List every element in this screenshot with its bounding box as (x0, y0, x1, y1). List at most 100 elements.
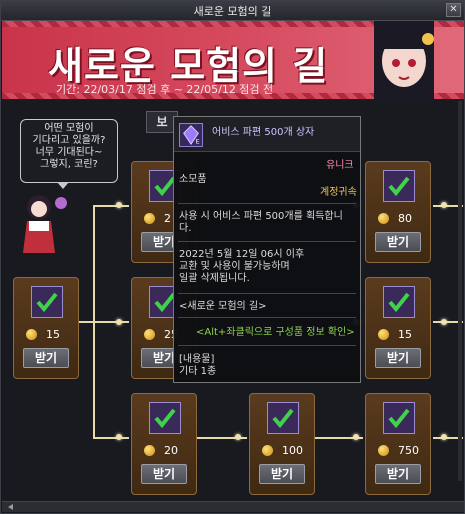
reward-count: 80 (372, 212, 428, 226)
reward-item-slot[interactable] (31, 286, 63, 318)
tooltip-desc-line: 사용 시 어비스 파편 500개를 획득합니 (179, 211, 343, 222)
checkmark-icon (36, 292, 58, 313)
tooltip-expiry-line: 교환 및 사용이 불가능하며 (179, 261, 290, 272)
reward-count: 15 (372, 328, 428, 342)
crystal-icon: E (179, 123, 203, 147)
path-line (93, 205, 129, 207)
window-title: 새로운 모험의 길 (193, 5, 272, 18)
reward-item-slot[interactable] (267, 402, 299, 434)
coin-icon (144, 445, 155, 456)
reward-count-value: 100 (282, 444, 303, 457)
reward-card: 100 받기 (249, 393, 315, 495)
tooltip-divider (178, 203, 356, 204)
checkmark-icon (272, 408, 294, 429)
reward-count: 15 (20, 328, 76, 342)
tooltip-divider (178, 241, 356, 242)
npc-speech-bubble: 어떤 모험이 기다리고 있을까? 너무 기대된다~ 그렇지, 코린? (20, 119, 118, 189)
reward-card: 15 받기 (365, 277, 431, 379)
coin-icon (378, 213, 389, 224)
speech-line: 어떤 모험이 (44, 123, 94, 134)
reward-item-slot[interactable] (149, 402, 181, 434)
path-line (197, 437, 247, 439)
scrollbar[interactable] (458, 101, 462, 481)
tooltip-event-name: <새로운 모험의 길> (179, 301, 267, 312)
bottom-bar (2, 501, 464, 512)
tooltip-contents: 기타 1종 (179, 366, 217, 377)
tooltip-binding: 계정귀속 (320, 187, 357, 198)
event-banner: 새로운 모험의 길 기간: 22/03/17 점검 후 ~ 22/05/12 점… (2, 21, 464, 99)
reward-count-value: 15 (398, 328, 412, 341)
path-node (116, 319, 122, 325)
checkmark-icon (154, 176, 176, 197)
reward-count: 750 (372, 444, 428, 458)
arrow-left-icon[interactable] (8, 504, 13, 510)
tooltip-desc-line: 다. (179, 223, 192, 234)
reward-item-slot[interactable] (383, 286, 415, 318)
speech-line: 너무 기대된다~ (35, 147, 103, 158)
banner-title: 새로운 모험의 길 (48, 44, 329, 88)
reward-card: 20 받기 (131, 393, 197, 495)
tooltip-item-name: 어비스 파편 500개 상자 (212, 127, 315, 138)
checkmark-icon (154, 292, 176, 313)
path-node (441, 319, 447, 325)
character-portrait-icon (374, 21, 434, 99)
tooltip-divider (178, 317, 356, 318)
tooltip-hint: <Alt+좌클릭으로 구성품 정보 확인> (196, 327, 355, 338)
banner-stripe-top (2, 21, 464, 27)
tooltip-expiry-line: 2022년 5월 12일 06시 이후 (179, 249, 305, 260)
reward-card: 15 받기 (13, 277, 79, 379)
tooltip-contents-label: [내용물] (179, 354, 215, 365)
path-node (116, 434, 122, 440)
reward-count-value: 20 (164, 444, 178, 457)
path-line (315, 437, 363, 439)
reward-card: 80 받기 (365, 161, 431, 263)
tooltip-divider (178, 345, 356, 346)
reward-count-value: 80 (398, 212, 412, 225)
path-node (235, 434, 241, 440)
path-line (79, 321, 93, 323)
path-line (433, 321, 463, 323)
coin-icon (144, 213, 155, 224)
title-bar[interactable]: 새로운 모험의 길 ✕ (1, 1, 464, 21)
claim-button[interactable]: 받기 (375, 464, 421, 484)
path-line (93, 437, 129, 439)
tooltip-category: 소모품 (179, 174, 207, 185)
reward-card: 750 받기 (365, 393, 431, 495)
svg-text:E: E (196, 137, 200, 145)
path-node (441, 202, 447, 208)
banner-period: 기간: 22/03/17 점검 후 ~ 22/05/12 점검 전 (56, 83, 274, 96)
claim-button[interactable]: 받기 (375, 232, 421, 252)
reward-item-slot[interactable] (383, 402, 415, 434)
checkmark-icon (388, 408, 410, 429)
claim-button[interactable]: 받기 (23, 348, 69, 368)
coin-icon (144, 329, 155, 340)
claim-button[interactable]: 받기 (259, 464, 305, 484)
item-tooltip: E 어비스 파편 500개 상자 유니크 소모품 계정귀속 사용 시 어비스 파… (173, 116, 361, 383)
path-line (433, 205, 463, 207)
reward-count-value: 15 (46, 328, 60, 341)
claim-button[interactable]: 받기 (141, 464, 187, 484)
reward-count: 100 (256, 444, 312, 458)
path-node (441, 434, 447, 440)
checkmark-icon (388, 292, 410, 313)
path-line (433, 437, 463, 439)
checkmark-icon (388, 176, 410, 197)
close-icon[interactable]: ✕ (446, 3, 461, 17)
speech-line: 기다리고 있을까? (32, 135, 106, 146)
checkmark-icon (154, 408, 176, 429)
reward-count-value: 750 (398, 444, 419, 457)
tooltip-divider (178, 293, 356, 294)
tooltip-header: E 어비스 파편 500개 상자 (174, 117, 360, 152)
reward-count: 2 (138, 212, 194, 226)
claim-button[interactable]: 받기 (375, 348, 421, 368)
reward-count: 20 (138, 444, 194, 458)
speech-line: 그렇지, 코린? (40, 159, 98, 170)
npc-chibi-icon (23, 195, 67, 253)
reward-count-value: 2 (164, 212, 171, 225)
path-line (93, 321, 129, 323)
reward-item-slot[interactable] (383, 170, 415, 202)
path-node (116, 202, 122, 208)
banner-stripe-bottom (2, 93, 464, 99)
coin-icon (26, 329, 37, 340)
